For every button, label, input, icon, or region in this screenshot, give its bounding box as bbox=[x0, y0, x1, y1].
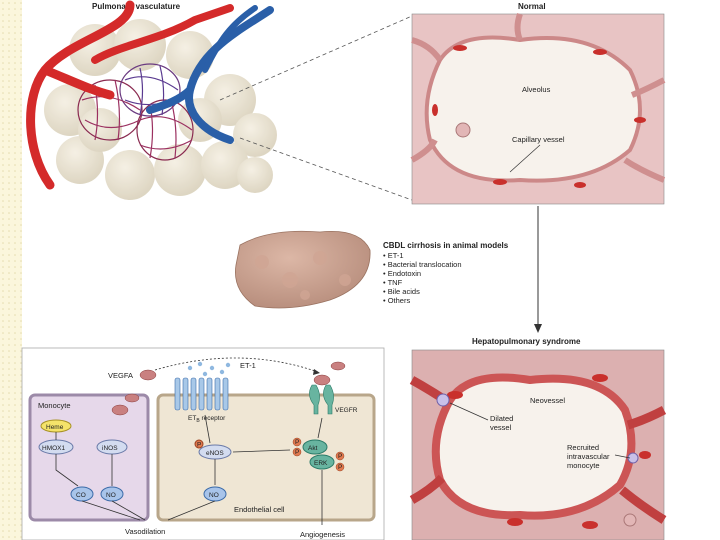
left-decorative-strip bbox=[0, 0, 22, 540]
neovessel-label: Neovessel bbox=[530, 396, 565, 405]
no-label-endothelial: NO bbox=[209, 492, 219, 499]
akt-phospho-1: P bbox=[295, 439, 299, 446]
erk-phospho-2: P bbox=[338, 464, 342, 471]
cbdl-factor-3: • Endotoxin bbox=[383, 269, 421, 278]
cbdl-factor-1: • ET-1 bbox=[383, 251, 404, 260]
et1-label: ET-1 bbox=[240, 361, 256, 370]
no-label-monocyte: NO bbox=[106, 492, 116, 499]
monocyte-label: Monocyte bbox=[38, 401, 71, 410]
cbdl-factor-2: • Bacterial translocation bbox=[383, 260, 462, 269]
monocyte-cell bbox=[28, 393, 150, 522]
pulmonary-vein bbox=[146, 6, 274, 144]
vegfa-ligands bbox=[111, 361, 346, 416]
endothelial-cell-label: Endothelial cell bbox=[234, 505, 285, 514]
heme-label: Heme bbox=[46, 424, 64, 431]
liver-illustration bbox=[235, 230, 371, 309]
cbdl-factor-list: CBDL cirrhosis in animal models • ET-1 •… bbox=[383, 241, 509, 305]
erk-label: ERK bbox=[314, 460, 328, 467]
enos-label: eNOS bbox=[206, 450, 224, 457]
enos-phospho: P bbox=[197, 442, 201, 449]
cbdl-factor-6: • Others bbox=[383, 296, 410, 305]
normal-title: Normal bbox=[518, 2, 546, 11]
akt-phospho-2: P bbox=[295, 449, 299, 456]
neovessel-cells bbox=[447, 374, 651, 529]
pulmonary-artery bbox=[26, 0, 135, 190]
zoom-lines bbox=[219, 15, 413, 201]
co-label: CO bbox=[76, 492, 86, 499]
angiogenesis-label: Angiogenesis bbox=[300, 530, 345, 539]
vegfa-label: VEGFA bbox=[108, 371, 133, 380]
monocyte-icon bbox=[436, 393, 450, 407]
cbdl-factor-4: • TNF bbox=[383, 278, 403, 287]
pulmonary-vasculature-panel: Pulmonary vasculature bbox=[26, 0, 277, 200]
etb-receptor bbox=[174, 377, 229, 411]
capillary-vessel-label: Capillary vessel bbox=[512, 135, 565, 144]
alveolus-label: Alveolus bbox=[522, 85, 551, 94]
erk-phospho-1: P bbox=[338, 453, 342, 460]
vegfr-receptor bbox=[309, 384, 334, 415]
et1-ligands bbox=[187, 361, 231, 377]
progression-arrow bbox=[534, 206, 542, 333]
hmox1-label: HMOX1 bbox=[42, 445, 66, 452]
capillary-cells bbox=[432, 45, 646, 188]
cbdl-title: CBDL cirrhosis in animal models bbox=[383, 241, 509, 250]
pulmonary-vasculature-title: Pulmonary vasculature bbox=[92, 2, 181, 11]
etb-receptor-label: ETB receptor bbox=[188, 415, 226, 424]
akt-label: Akt bbox=[308, 445, 318, 452]
vasodilation-label: Vasodilation bbox=[125, 527, 165, 536]
cbdl-factor-5: • Bile acids bbox=[383, 287, 420, 296]
vegfr-label: VEGFR bbox=[335, 407, 358, 414]
hps-title: Hepatopulmonary syndrome bbox=[472, 337, 581, 346]
alveoli-cluster bbox=[44, 19, 277, 200]
normal-panel: Normal Alveolus Capillary vessel bbox=[410, 2, 666, 205]
hps-panel: Hepatopulmonary syndrome Neovessel Dilat… bbox=[409, 337, 667, 540]
inos-label: iNOS bbox=[102, 445, 118, 452]
mechanism-panel: Monocyte Heme HMOX1 iNOS CO NO bbox=[21, 347, 385, 540]
